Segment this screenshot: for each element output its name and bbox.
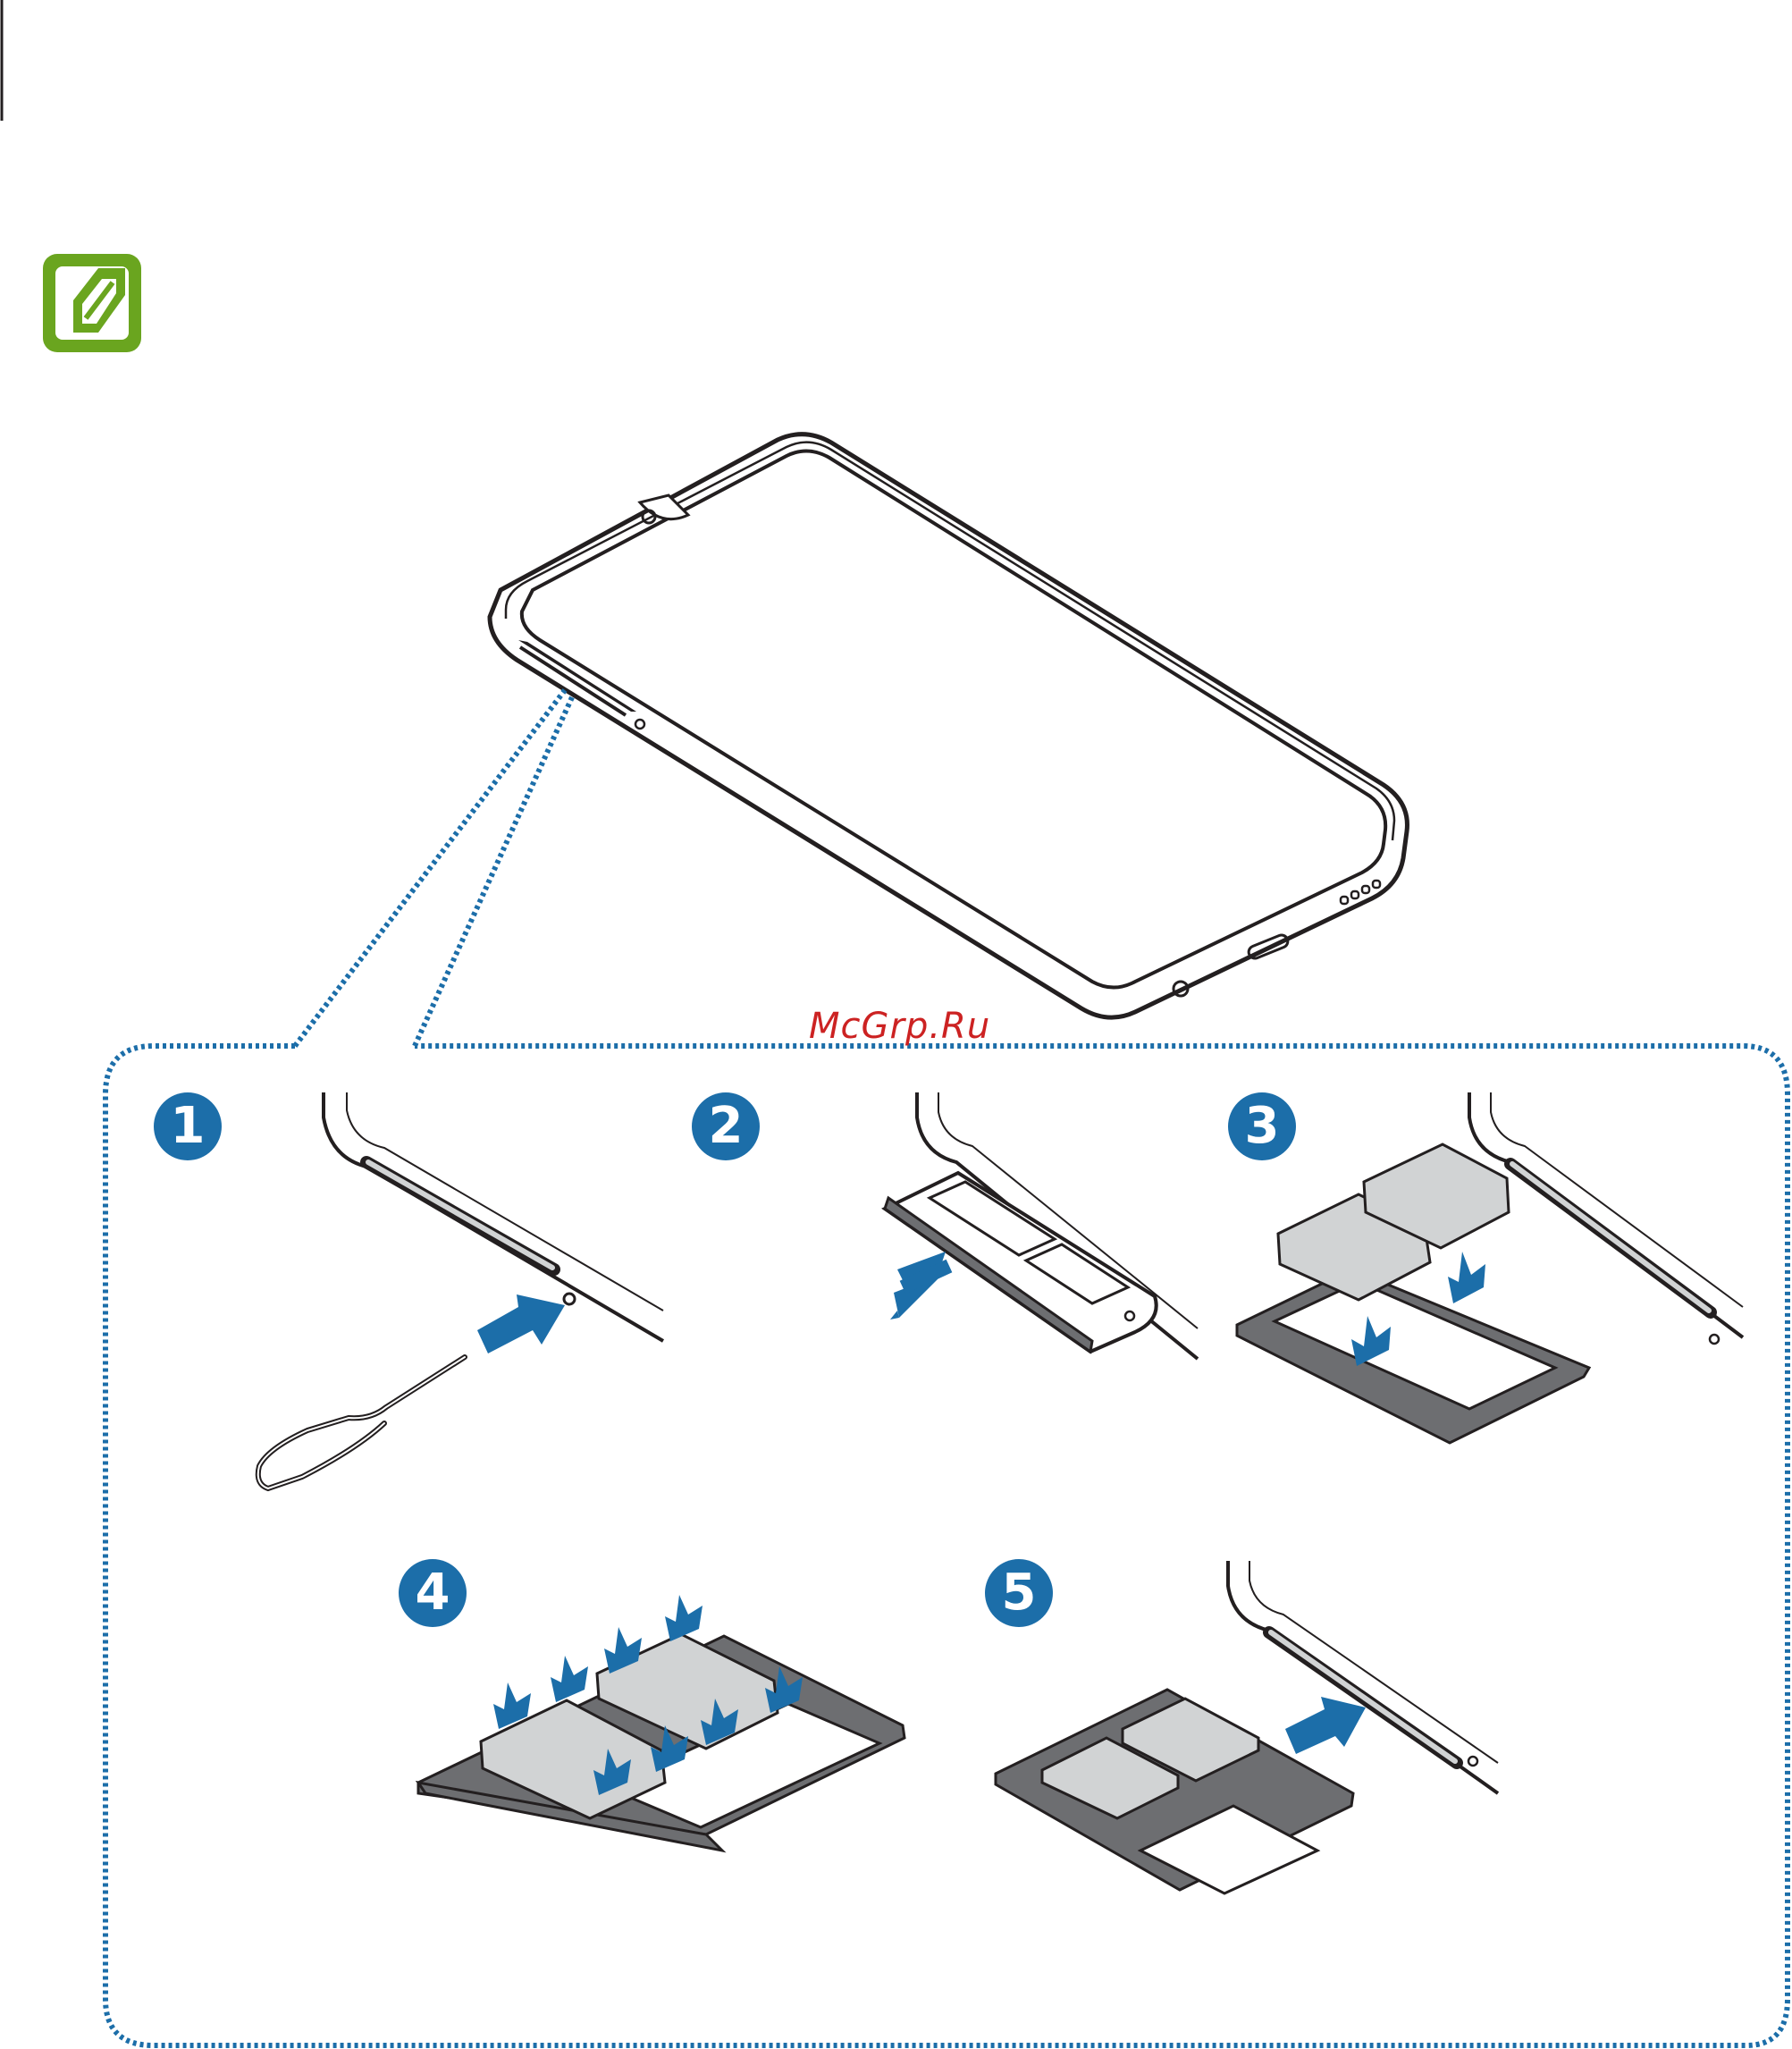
phone-illustration (490, 434, 1407, 1017)
step-3-illustration (1237, 1092, 1743, 1443)
step-4-illustration (418, 1595, 904, 1851)
step-5-illustration (996, 1561, 1498, 1893)
step-badge-2: 2 (692, 1092, 760, 1160)
step-badge-5: 5 (985, 1559, 1053, 1627)
note-pencil-icon (43, 254, 141, 352)
step-badge-1: 1 (154, 1092, 222, 1160)
watermark-text: McGrp.Ru (809, 1006, 990, 1047)
step-2-illustration (885, 1092, 1198, 1359)
step-badge-3: 3 (1228, 1092, 1296, 1160)
step-badge-4: 4 (399, 1559, 467, 1627)
step-1-illustration (258, 1092, 663, 1488)
